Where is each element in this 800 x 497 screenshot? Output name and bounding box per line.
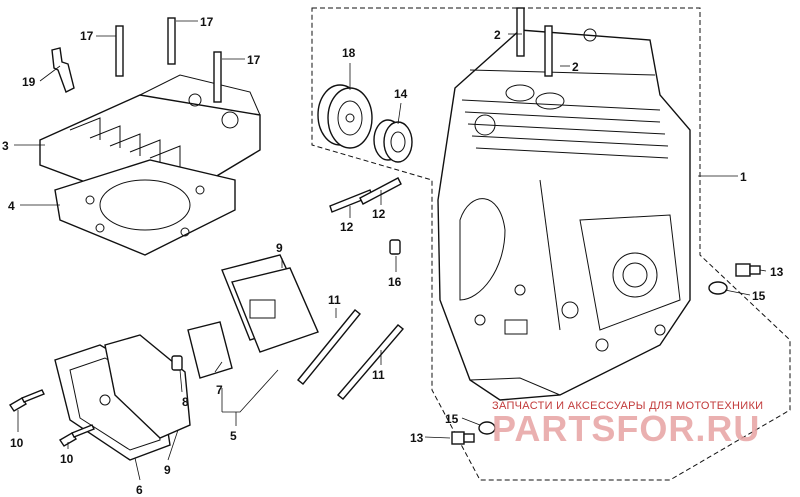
cover-gasket bbox=[104, 334, 191, 439]
label-14: 14 bbox=[394, 87, 408, 101]
dowel-pin-cover bbox=[171, 355, 183, 371]
label-12: 12 bbox=[372, 207, 386, 221]
label-9: 9 bbox=[164, 463, 171, 477]
watermark-brand-left: PARTS bbox=[492, 408, 617, 449]
label-13: 13 bbox=[410, 431, 424, 445]
label-10: 10 bbox=[10, 436, 24, 450]
stud-bolts bbox=[516, 7, 553, 77]
label-2: 2 bbox=[494, 28, 501, 42]
label-2: 2 bbox=[572, 60, 579, 74]
label-7: 7 bbox=[216, 383, 223, 397]
label-4: 4 bbox=[8, 199, 15, 213]
label-8: 8 bbox=[182, 395, 189, 409]
watermark-caption: ЗАПЧАСТИ И АКСЕССУАРЫ ДЛЯ МОТОТЕХНИКИ bbox=[492, 400, 764, 412]
cover-bolts bbox=[9, 389, 95, 447]
watermark-logo: PARTSFOR.RU bbox=[492, 408, 760, 450]
head-bolts bbox=[115, 17, 222, 103]
assembly-boundary bbox=[311, 7, 791, 481]
label-19: 19 bbox=[22, 75, 36, 89]
long-studs bbox=[297, 309, 405, 400]
label-6: 6 bbox=[136, 483, 143, 497]
label-5: 5 bbox=[230, 429, 237, 443]
drain-bolt-bottom bbox=[451, 421, 496, 445]
label-15: 15 bbox=[752, 289, 766, 303]
part-labels: 1 2 2 3 4 5 6 7 8 9 9 10 10 11 11 12 12 … bbox=[2, 15, 784, 497]
label-11: 11 bbox=[328, 293, 341, 307]
label-18: 18 bbox=[342, 46, 356, 60]
head-gasket bbox=[54, 159, 236, 256]
label-13: 13 bbox=[770, 265, 784, 279]
label-15: 15 bbox=[445, 412, 459, 426]
dowel-pin bbox=[389, 239, 401, 255]
label-16: 16 bbox=[388, 275, 402, 289]
watermark-brand-right: FOR.RU bbox=[616, 408, 761, 449]
crankcase-cylinder-block bbox=[437, 28, 691, 401]
label-11: 11 bbox=[372, 368, 385, 382]
label-10: 10 bbox=[60, 452, 74, 466]
insulator-assembly bbox=[187, 254, 319, 379]
drain-bolt-right bbox=[708, 263, 761, 295]
label-9: 9 bbox=[276, 241, 283, 255]
label-3: 3 bbox=[2, 139, 9, 153]
short-studs bbox=[329, 177, 402, 213]
spark-plug bbox=[51, 47, 75, 93]
label-17: 17 bbox=[80, 29, 94, 43]
oil-seal bbox=[373, 119, 413, 163]
label-1: 1 bbox=[740, 170, 747, 184]
label-17: 17 bbox=[200, 15, 214, 29]
ball-bearing bbox=[317, 84, 373, 149]
leader-lines bbox=[14, 20, 767, 481]
label-12: 12 bbox=[340, 220, 354, 234]
label-17: 17 bbox=[247, 53, 261, 67]
